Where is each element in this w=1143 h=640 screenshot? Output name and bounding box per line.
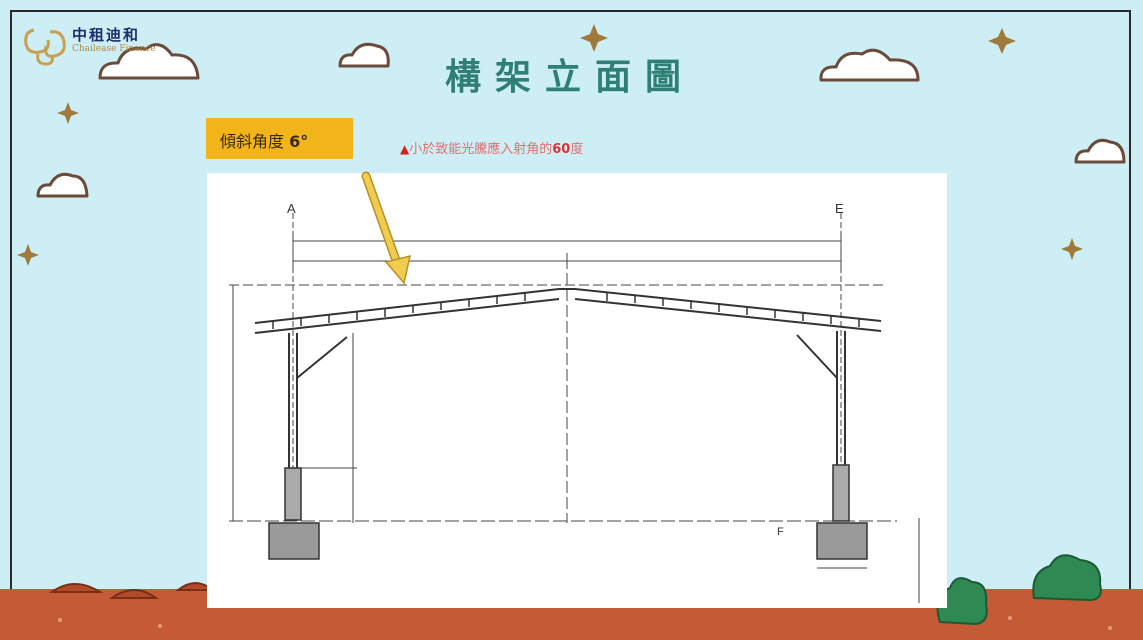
angle-value: 6° — [289, 132, 309, 151]
ground-dot — [1008, 616, 1012, 620]
rock-icon — [108, 589, 160, 599]
note-text: 小於致能光騰應入射角的 — [409, 142, 553, 157]
note-number: 60 — [552, 142, 571, 157]
dimension-label-f: F — [777, 526, 784, 538]
elevation-drawing: A E F — [207, 173, 947, 608]
footing-left-base — [268, 522, 320, 560]
note-suffix: 度 — [570, 142, 584, 157]
cloud-icon — [1074, 138, 1126, 164]
sparkle-icon — [1061, 238, 1083, 260]
cloud-icon — [98, 43, 200, 80]
column-label-a: A — [287, 201, 296, 216]
roof-rafter-left-bottom — [254, 298, 560, 334]
footing-right-base — [816, 522, 868, 560]
sparkle-icon — [17, 244, 39, 266]
warning-triangle-icon: ▲ — [400, 142, 410, 156]
cloud-icon — [819, 48, 920, 82]
sparkle-icon — [988, 28, 1016, 54]
footing-right-pier — [832, 464, 850, 522]
rock-icon — [48, 583, 104, 593]
page-title: 構架立面圖 — [444, 57, 695, 98]
column-label-e: E — [835, 201, 844, 216]
chailease-logo-icon — [24, 28, 66, 66]
ground-dot — [58, 618, 62, 622]
sparkle-icon — [580, 24, 608, 52]
logo-name-en: Chailease Finance — [72, 44, 156, 54]
logo-name-cn: 中租迪和 — [72, 26, 141, 44]
footing-left-pier — [284, 467, 302, 521]
purlins — [272, 293, 860, 329]
frame-elevation-svg: A E F — [229, 201, 920, 603]
sparkle-icon — [57, 102, 79, 124]
knee-brace — [296, 336, 348, 379]
cloud-icon — [338, 42, 390, 68]
cloud-icon — [36, 172, 89, 198]
arrow-head-icon — [384, 254, 411, 285]
bush-icon — [1032, 554, 1102, 602]
angle-label: 傾斜角度 — [220, 132, 285, 151]
roof-rafter-right — [574, 288, 882, 322]
knee-brace — [796, 334, 838, 379]
ground-dot — [1108, 626, 1112, 630]
roof-rafter-left — [254, 288, 560, 324]
incidence-note: ▲小於致能光騰應入射角的60度 — [400, 138, 583, 157]
ground-dot — [158, 624, 162, 628]
angle-badge: 傾斜角度 6° — [206, 118, 353, 159]
roof-rafter-right-bottom — [574, 298, 882, 332]
